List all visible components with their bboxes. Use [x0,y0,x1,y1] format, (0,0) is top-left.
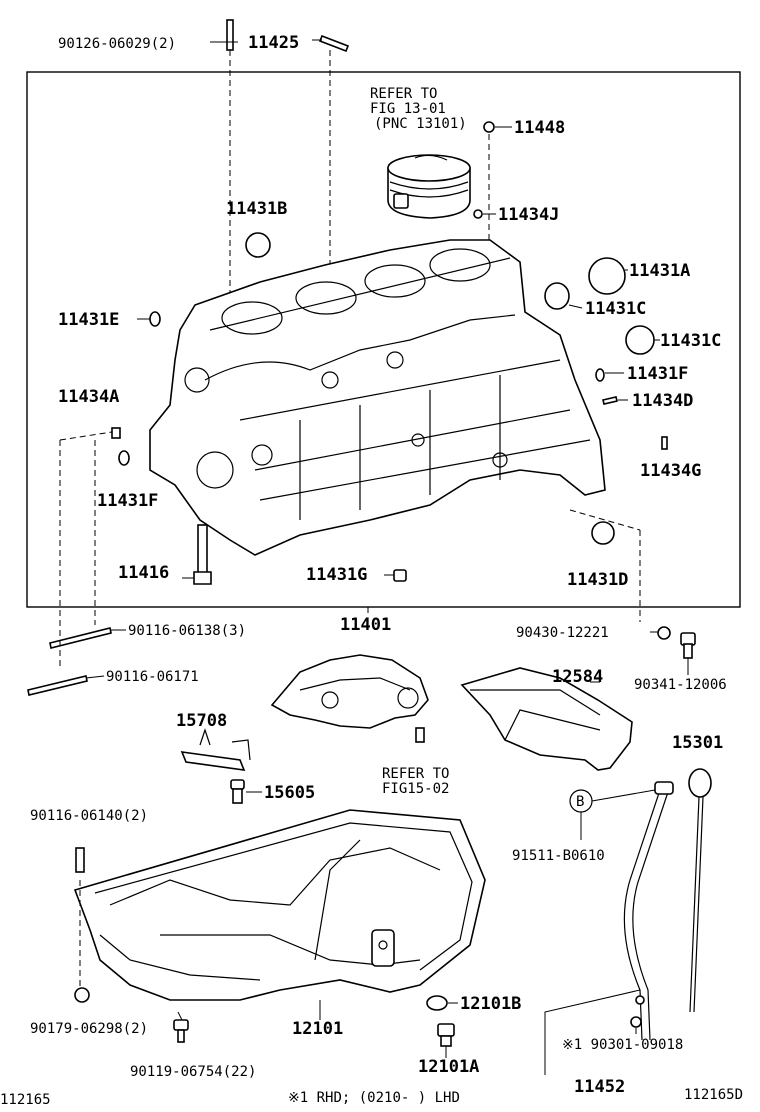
label-11431B: 11431B [226,199,287,219]
plug-11431C-lower [625,325,655,355]
label-90430-12221: 90430-12221 [516,625,609,641]
cylinder-block [149,239,606,556]
plug-11431F-left [118,450,130,466]
label-11431G: 11431G [306,565,367,585]
pin-11434J [473,209,483,219]
cylinder-block-group-box [26,71,741,608]
drain-plug-12101A [437,1023,455,1047]
seal-11431D [591,521,615,545]
label-90119-06754: 90119-06754(22) [130,1064,256,1080]
label-11434G: 11434G [640,461,701,481]
footer-note: ※1 RHD; (0210- ) LHD [288,1090,460,1106]
dipstick-15301 [688,768,712,1013]
label-91511-B0610: 91511-B0610 [512,848,605,864]
label-90301-09018: ※1 90301-09018 [562,1037,683,1053]
label-15605: 15605 [264,783,315,803]
footer-figure-number: 112165 [0,1092,51,1108]
label-11434A: 11434A [58,387,119,407]
label-12101A: 12101A [418,1057,479,1077]
oil-pump-assembly [270,654,429,743]
piston [387,154,471,219]
baffle-plate-12584 [460,667,633,771]
callout-b-letter: B [576,794,584,810]
bolt-11416 [193,524,212,585]
label-11452: 11452 [574,1077,625,1097]
bracket-15708 [180,728,251,771]
label-12584: 12584 [552,667,603,687]
stud-90116-06171 [27,675,105,696]
refer-fig-15-02-line1: REFER TO [382,766,449,782]
refer-fig-13-01-line2: FIG 13-01 [370,101,446,117]
bolt-90126-06029 [222,19,238,300]
oil-pan-12101 [73,809,486,1001]
gasket-90430-12221 [657,626,671,640]
stud-90116-06138 [49,627,126,649]
refer-fig-13-01-line3: (PNC 13101) [374,116,467,132]
label-11434J: 11434J [498,205,559,225]
label-90126-06029: 90126-06029(2) [58,36,176,52]
plug-11431G [393,569,407,582]
plug-90341-12006 [680,632,696,659]
footer-figure-code: 112165D [684,1087,743,1103]
label-15301: 15301 [672,733,723,753]
stud-90116-06140 [75,847,85,873]
label-11431F-left: 11431F [97,491,158,511]
label-11431F-right: 11431F [627,364,688,384]
label-11431C-lower: 11431C [660,331,721,351]
label-11431D: 11431D [567,570,628,590]
pin-11434G [661,436,668,450]
label-11431C-upper: 11431C [585,299,646,319]
label-90116-06138: 90116-06138(3) [128,623,246,639]
plug-11431B [245,232,271,258]
label-11431E: 11431E [58,310,119,330]
plug-11431C-upper [544,282,570,310]
plug-11431F-right [595,368,605,382]
label-90116-06140: 90116-06140(2) [30,808,148,824]
label-11448: 11448 [514,118,565,138]
dipstick-guide-11452 [623,781,674,1041]
label-90179-06298: 90179-06298(2) [30,1021,148,1037]
label-12101: 12101 [292,1019,343,1039]
label-11425: 11425 [248,33,299,53]
bolt-90119-06754 [173,1019,189,1043]
plug-11448 [483,121,495,133]
label-90341-12006: 90341-12006 [634,677,727,693]
refer-fig-13-01-line1: REFER TO [370,86,437,102]
plug-11431E [149,311,161,327]
refer-fig-15-02-line2: FIG15-02 [382,781,449,797]
label-11431A: 11431A [629,261,690,281]
label-11416: 11416 [118,563,169,583]
pin-11434A [111,427,121,439]
label-12101B: 12101B [460,994,521,1014]
label-11401: 11401 [340,615,391,635]
gasket-12101B [426,995,448,1011]
label-15708: 15708 [176,711,227,731]
label-90116-06171: 90116-06171 [106,669,199,685]
bolt-15605 [230,779,262,804]
label-11434D: 11434D [632,391,693,411]
plug-11431A [588,257,626,295]
pin-11434D [602,396,618,405]
drain-plug-90179-06298 [74,987,90,1003]
